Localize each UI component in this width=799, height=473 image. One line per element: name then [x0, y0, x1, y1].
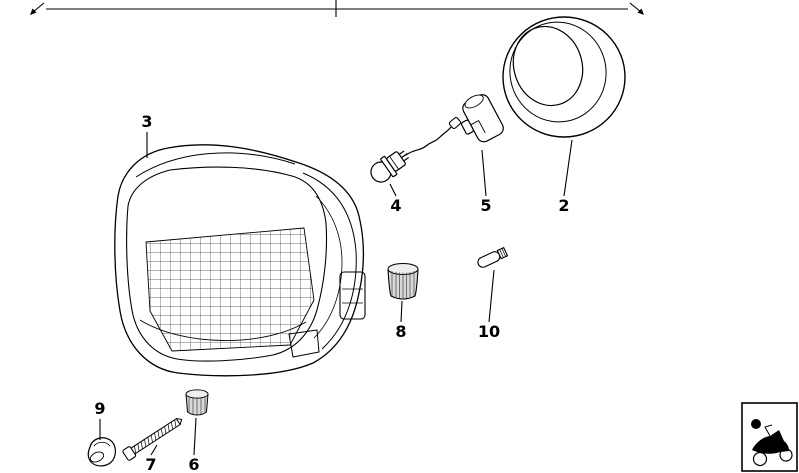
- part-headlight-assembly: [114, 144, 366, 377]
- leader-6: [193, 417, 197, 456]
- part-labels: 2 3 4 5 6 7 8 9 10: [94, 112, 569, 473]
- thumbnail-box: [741, 402, 798, 472]
- part-bulb-holder: [460, 94, 504, 143]
- fold-arrow-left: [30, 8, 37, 15]
- position-dot: [751, 419, 761, 429]
- part-adjustment-knob: [387, 263, 419, 300]
- part-label-9: 9: [94, 399, 105, 418]
- part-adjusting-screw: [122, 417, 183, 461]
- leader-7: [150, 444, 158, 456]
- leader-lines: [99, 132, 573, 456]
- leader-8: [400, 300, 403, 323]
- part-label-8: 8: [395, 322, 406, 341]
- part-label-3: 3: [141, 112, 152, 131]
- part-knurled-nut: [185, 389, 209, 416]
- fold-marks: [30, 0, 644, 17]
- part-trim-ring: [502, 16, 626, 138]
- part-label-4: 4: [390, 196, 401, 215]
- headlight-connector: [339, 271, 366, 320]
- leader-4: [389, 183, 397, 197]
- lens-fluting: [145, 227, 315, 352]
- leader-5: [481, 149, 487, 197]
- motorcycle-icon: [752, 424, 793, 467]
- wire-connector: [448, 116, 462, 130]
- part-label-2: 2: [558, 196, 569, 215]
- part-label-6: 6: [188, 455, 199, 473]
- leader-10: [488, 269, 495, 323]
- fold-arrow-right: [637, 8, 644, 15]
- part-label-5: 5: [480, 196, 491, 215]
- bulb-wire: [405, 126, 452, 156]
- part-protective-cap: [87, 437, 116, 467]
- leader-2: [563, 139, 573, 197]
- part-parking-light-bulb: [477, 246, 509, 268]
- part-label-10: 10: [478, 322, 500, 341]
- part-label-7: 7: [145, 455, 156, 473]
- part-headlight-bulb: [370, 150, 410, 183]
